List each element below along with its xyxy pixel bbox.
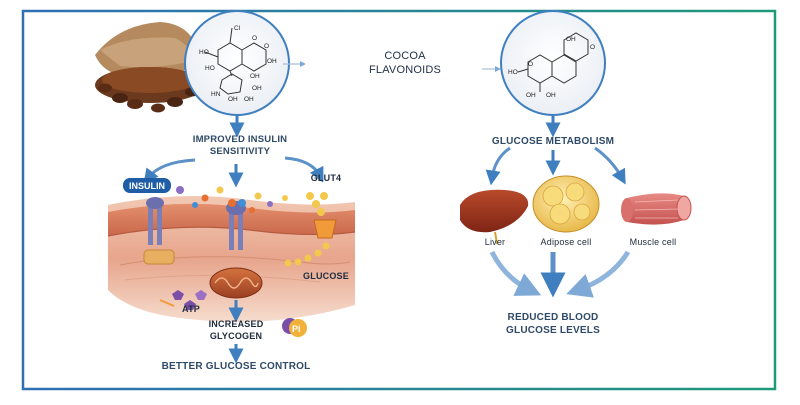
improved-insulin-sensitivity-label: IMPROVED INSULIN SENSITIVITY [192, 134, 288, 157]
mitochondria [209, 267, 263, 299]
left-molecule: HO Cl O O OH HO OH HN OH OH OH [184, 10, 290, 116]
glut4-transporter [284, 192, 337, 267]
svg-text:O: O [252, 35, 257, 42]
insulin-receptor-left [143, 197, 175, 265]
increased-glycogen-label: INCREASED GLYCOGEN [208, 319, 264, 341]
right-molecule: OH O HO O OH OH [500, 10, 606, 116]
adipose-cell-label: Adipose cell [540, 237, 592, 247]
svg-text:Cl: Cl [234, 25, 241, 32]
arrow-insulin-branch-right [284, 156, 324, 183]
svg-text:O: O [264, 43, 269, 50]
cocoa-flavonoids-label: COCOA FLAVONOIDS [368, 50, 442, 76]
svg-text:OH: OH [250, 73, 260, 80]
svg-text:HO: HO [508, 69, 518, 76]
pi-molecule: Pi [282, 318, 307, 337]
svg-text:OH: OH [546, 92, 556, 99]
reduced-blood-glucose-label: REDUCED BLOOD GLUCOSE LEVELS [506, 312, 600, 336]
adipose-cell-illustration [532, 175, 600, 233]
arrow-liver-to-reduced [489, 250, 542, 296]
liver-label: Liver [484, 237, 506, 247]
svg-text:OH: OH [228, 96, 238, 103]
arrow-insulin-branch-left [143, 158, 196, 184]
svg-text:OH: OH [267, 58, 277, 65]
arrow-muscle-to-reduced [566, 250, 631, 298]
svg-text:OH: OH [244, 96, 254, 103]
svg-text:INSULIN: INSULIN [129, 181, 165, 191]
arrow-metabolism-to-muscle [594, 146, 626, 185]
svg-text:OH: OH [526, 92, 536, 99]
svg-text:Pi: Pi [292, 324, 301, 334]
svg-text:OH: OH [566, 36, 576, 43]
arrow-metabolism-to-liver [485, 146, 511, 186]
muscle-cell-illustration [621, 193, 692, 225]
atp-molecules [159, 290, 207, 310]
better-glucose-control-label: BETTER GLUCOSE CONTROL [161, 361, 311, 372]
insulin-molecules [176, 186, 288, 213]
svg-text:OH: OH [252, 85, 262, 92]
liver-illustration [460, 189, 529, 245]
frame-border [21, 9, 777, 391]
muscle-cell-label: Muscle cell [629, 237, 677, 247]
glucose-label: GLUCOSE [303, 271, 349, 281]
insulin-badge: INSULIN [123, 178, 171, 193]
svg-text:HN: HN [211, 91, 221, 98]
atp-label: ATP [182, 304, 200, 314]
svg-text:HO: HO [199, 49, 209, 56]
svg-text:O: O [528, 61, 533, 68]
svg-text:HO: HO [205, 65, 215, 72]
cocoa-beans-illustration [95, 22, 205, 113]
insulin-receptor-center [226, 199, 246, 250]
svg-text:O: O [590, 44, 595, 51]
glucose-metabolism-label: GLUCOSE METABOLISM [491, 136, 615, 147]
glut4-label: GLUT4 [310, 173, 342, 183]
